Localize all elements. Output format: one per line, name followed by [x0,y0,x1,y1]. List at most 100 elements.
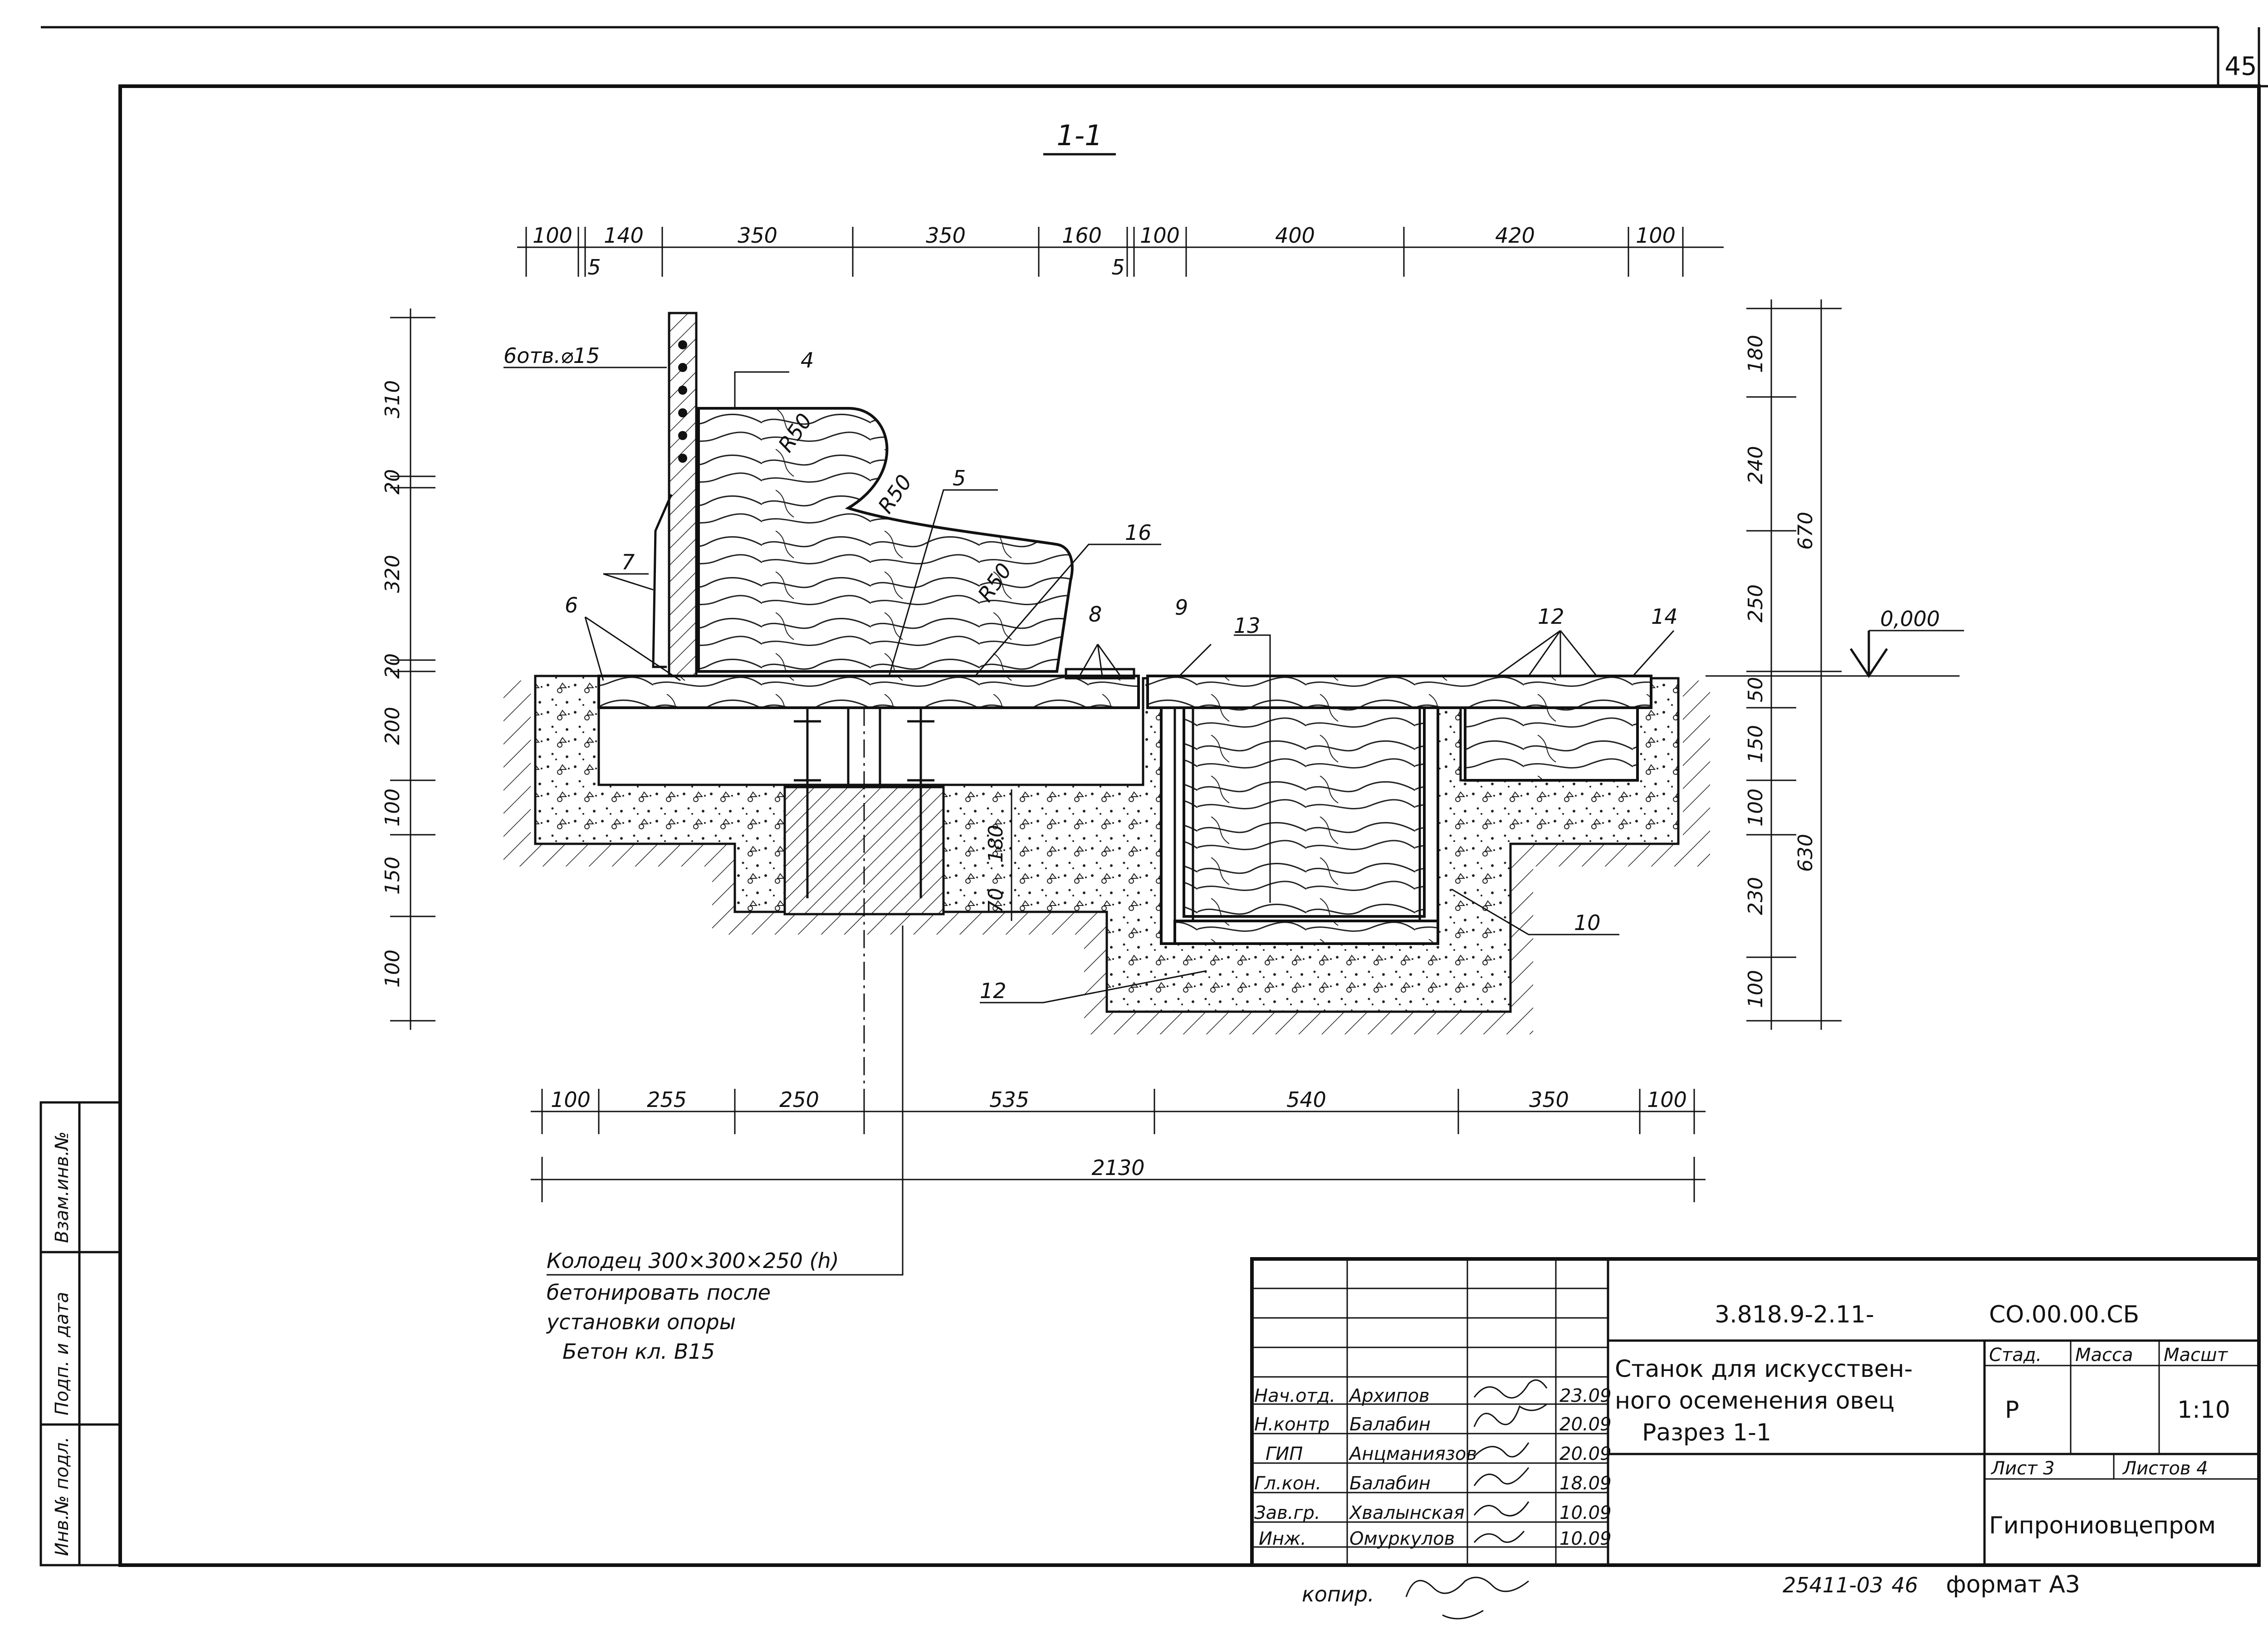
dim-bottom-1: 255 [647,1087,687,1112]
callout-16: 16 [1125,520,1152,545]
dim-left-0: 310 [381,380,404,418]
dim-bottom-5: 350 [1529,1087,1569,1112]
footer-inv: 25411-03 [1783,1573,1883,1597]
dim-right-3: 50 [1744,677,1767,702]
section-title: 1-1 [1056,119,1102,152]
signatures [1473,1379,1548,1543]
stand-assembly [597,312,1652,1111]
note-line-4: Бетон кл. В15 [562,1339,715,1364]
dim-bottom-6: 100 [1647,1087,1687,1112]
tb-role-1: Н.контр [1254,1414,1330,1435]
left-dimension-chain: 310 20 320 20 200 100 150 100 [381,308,435,1030]
tb-role-0: Нач.отд. [1254,1386,1335,1406]
dim-top-1: 140 [604,223,644,248]
callout-14: 14 [1651,604,1678,629]
callout-12-bottom: 12 [980,979,1007,1003]
tb-name-2r: Анцманиязов [1348,1444,1477,1464]
copied-signature [1405,1576,1529,1620]
tb-col-scale: Масшт [2164,1345,2229,1366]
dim-top-3: 350 [738,223,777,248]
tb-date-3: 18.09 [1559,1473,1612,1494]
tb-stage: Р [2005,1396,2019,1424]
level-mark-label: 0,000 [1880,607,1940,631]
tb-name-0: Архипов [1348,1386,1430,1406]
dim-left-6: 150 [381,857,404,895]
dim-right-1: 240 [1744,446,1767,484]
tb-name-1r: Балабин [1349,1414,1431,1435]
callout-10: 10 [1574,911,1601,935]
dim-right-5: 100 [1744,788,1767,827]
dim-top-8: 400 [1275,223,1315,248]
foundation [503,675,1710,1034]
tb-name-2: ного осеменения овец [1615,1387,1895,1415]
dim-left-4: 200 [381,707,404,745]
tb-date-0: 23.09 [1559,1386,1612,1406]
side-stamp-sign: Подп. и дата [52,1292,73,1415]
dim-top-7: 100 [1140,223,1180,248]
dim-top-9: 420 [1495,223,1535,248]
tb-name-3r: Балабин [1349,1473,1431,1494]
bottom-dimension-chain: 100 255 250 535 540 350 100 2130 [531,1087,1706,1202]
tb-sheets: Листов 4 [2122,1458,2208,1479]
side-stamp-inv: Инв.№ подл. [52,1437,73,1556]
tb-doc: СО.00.00.СБ [1989,1301,2139,1328]
dim-right-total-1: 630 [1794,834,1817,872]
tb-date-1: 20.09 [1559,1414,1612,1435]
dim-left-5: 100 [381,788,404,827]
dim-left-7: 100 [381,950,404,988]
callout-4: 4 [801,348,814,372]
dim-right-6: 230 [1744,877,1767,915]
tb-sheet: Лист 3 [1990,1458,2055,1479]
title-block: 3.818.9-2.11- СО.00.00.СБ Станок для иск… [1250,1257,2261,1567]
callout-7: 7 [621,550,635,574]
note-line-2: бетонировать после [547,1280,771,1305]
dim-left-3: 20 [381,653,404,679]
dim-top-4: 350 [926,223,966,248]
level-mark: 0,000 [1706,607,1964,678]
tb-name-3: Разрез 1-1 [1642,1419,1771,1446]
tb-role-4: Зав.гр. [1254,1503,1320,1523]
callout-5: 5 [953,466,966,490]
sheet-number: 45 [2224,52,2257,81]
well-note: Колодец 300×300×250 (h) бетонировать пос… [546,925,904,1364]
footer-page: 46 [1892,1573,1918,1597]
dim-right-4: 150 [1744,725,1767,763]
tb-name-4r: Хвалынская [1349,1503,1465,1523]
dim-top-5: 160 [1062,223,1102,248]
tb-date-2: 20.09 [1559,1444,1612,1464]
dim-bottom-4: 540 [1286,1087,1326,1112]
tb-col-mass: Масса [2075,1345,2133,1366]
dim-right-2: 250 [1744,584,1767,622]
note-line-1: Колодец 300×300×250 (h) [547,1248,839,1273]
dim-bottom-2: 250 [779,1087,819,1112]
callout-13: 13 [1234,613,1261,638]
dim-top-10: 100 [1636,223,1676,248]
dim-top-6: 5 [1111,255,1124,279]
tb-date-5: 10.09 [1559,1528,1612,1549]
callouts [584,371,1675,1004]
tb-scale: 1:10 [2177,1396,2230,1424]
holes-label: 6отв.⌀15 [503,343,600,368]
dim-right-7: 100 [1744,970,1767,1008]
dim-top-0: 100 [533,223,572,248]
dim-bottom-0: 100 [551,1087,591,1112]
right-dimension-chain: 180 240 250 50 150 100 230 100 670 630 [1744,299,1842,1030]
tb-name-5r: Омуркулов [1349,1528,1455,1549]
tb-org: Гипрониовцепром [1989,1512,2216,1539]
dim-bottom-3: 535 [989,1087,1029,1112]
side-stamp-repl: Взам.инв.№ [52,1131,73,1243]
dim-left-1: 20 [381,469,404,494]
dim-inner-1: 70 [984,888,1007,913]
callout-6: 6 [565,593,578,617]
dim-total: 2130 [1091,1155,1144,1180]
dim-inner-0: 180 [984,825,1007,863]
dim-left-2: 320 [381,555,404,593]
tb-role-3: Гл.кон. [1254,1473,1321,1494]
tb-role-2: ГИП [1266,1444,1303,1464]
footer-format: формат А3 [1946,1571,2080,1598]
tb-code: 3.818.9-2.11- [1715,1301,1874,1328]
callout-8: 8 [1089,602,1102,627]
dim-right-0: 180 [1744,335,1767,373]
tb-date-4: 10.09 [1559,1503,1612,1523]
